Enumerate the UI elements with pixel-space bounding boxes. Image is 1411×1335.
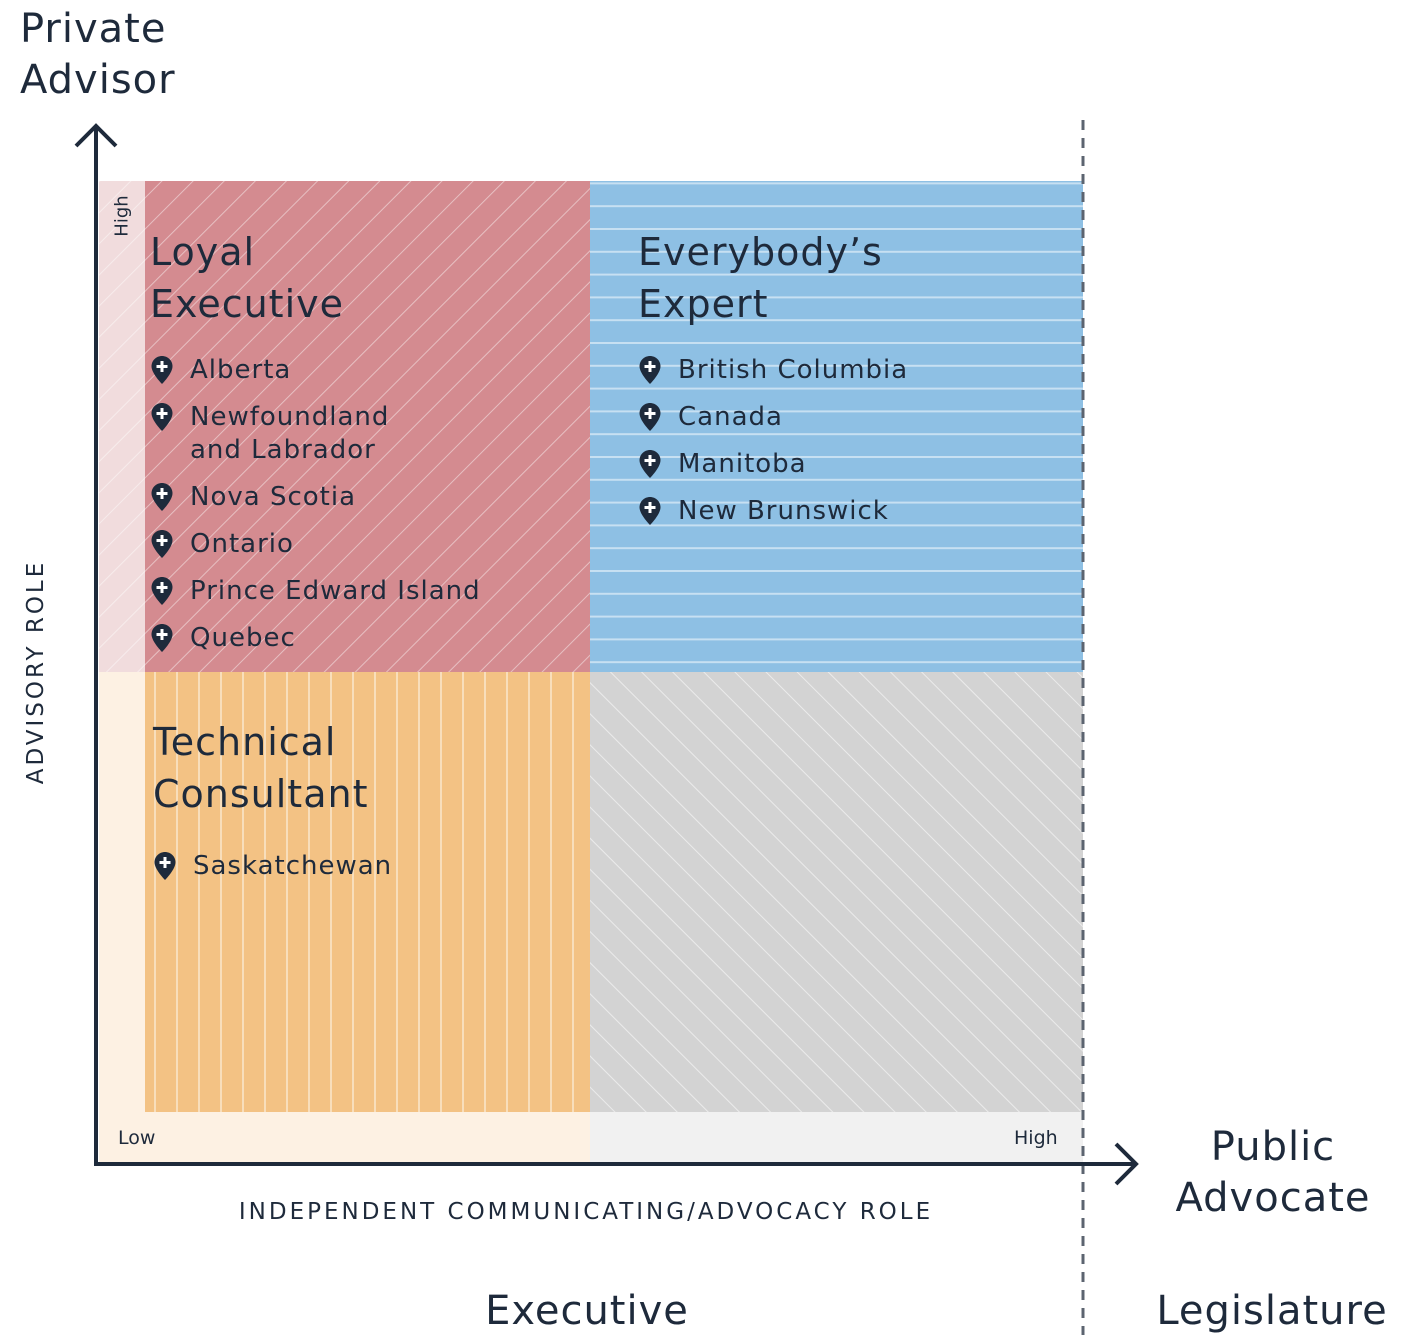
everybodys-expert-block: Everybody’s Expert British Columbia Cana… <box>638 226 908 542</box>
list-item: British Columbia <box>638 354 908 387</box>
everybodys-expert-list: British Columbia Canada Manitoba New Bru… <box>638 354 908 528</box>
list-item-label: Manitoba <box>678 449 807 479</box>
private-advisor-label: Private Advisor <box>20 4 176 106</box>
list-item-label: Nova Scotia <box>190 482 356 512</box>
x-axis-arrow <box>1114 1142 1139 1186</box>
location-pin-icon <box>151 356 173 384</box>
location-pin-icon <box>639 497 661 525</box>
location-pin-icon <box>151 530 173 558</box>
y-axis-arrow <box>74 123 118 148</box>
executive-region-label: Executive <box>485 1288 689 1334</box>
location-pin-icon <box>154 852 176 880</box>
list-item-label: Ontario <box>190 529 294 559</box>
list-item: New Brunswick <box>638 495 908 528</box>
x-scale-strip-high <box>590 1112 1083 1162</box>
x-axis-title: INDEPENDENT COMMUNICATING/ADVOCACY ROLE <box>238 1199 934 1225</box>
private-advisor-line1: Private <box>20 6 167 52</box>
technical-consultant-title-line1: Technical <box>153 720 337 764</box>
list-item-label: British Columbia <box>678 355 909 385</box>
list-item: Canada <box>638 401 908 434</box>
loyal-executive-title-line1: Loyal <box>150 230 256 274</box>
x-scale-strip-low <box>99 1112 590 1162</box>
location-pin-icon <box>639 403 661 431</box>
list-item-label: Prince Edward Island <box>190 576 481 606</box>
list-item: Alberta <box>150 354 481 387</box>
location-pin-icon <box>639 356 661 384</box>
everybodys-expert-title-line2: Expert <box>638 282 769 326</box>
public-advocate-line1: Public <box>1210 1124 1336 1170</box>
list-item-label: Alberta <box>190 355 292 385</box>
x-axis-high-tick: High <box>1014 1127 1058 1149</box>
list-item: Manitoba <box>638 448 908 481</box>
list-item-label: New Brunswick <box>678 496 889 526</box>
list-item: Saskatchewan <box>153 850 392 883</box>
list-item-label: Quebec <box>190 623 296 653</box>
everybodys-expert-title-line1: Everybody’s <box>638 230 883 274</box>
location-pin-icon <box>639 450 661 478</box>
location-pin-icon <box>151 483 173 511</box>
loyal-executive-title-line2: Executive <box>150 282 345 326</box>
public-advocate-line2: Advocate <box>1175 1175 1371 1221</box>
loyal-executive-title: Loyal Executive <box>150 226 481 330</box>
location-pin-icon <box>151 403 173 431</box>
list-item: Quebec <box>150 622 481 655</box>
technical-consultant-title: Technical Consultant <box>153 716 392 820</box>
list-item: Ontario <box>150 528 481 561</box>
list-item: Prince Edward Island <box>150 575 481 608</box>
y-axis-high-tick: High <box>111 195 133 237</box>
list-item: Nova Scotia <box>150 481 481 514</box>
private-advisor-line2: Advisor <box>20 57 176 103</box>
technical-consultant-block: Technical Consultant Saskatchewan <box>153 716 392 897</box>
technical-consultant-title-line2: Consultant <box>153 772 369 816</box>
y-scale-strip-low <box>99 672 145 1162</box>
y-axis-title: ADVISORY ROLE <box>23 559 49 785</box>
list-item-label: Saskatchewan <box>193 851 393 881</box>
legislature-region-label: Legislature <box>1156 1288 1388 1334</box>
everybodys-expert-title: Everybody’s Expert <box>638 226 908 330</box>
location-pin-icon <box>151 624 173 652</box>
technical-consultant-list: Saskatchewan <box>153 850 392 883</box>
x-axis-low-tick: Low <box>118 1127 156 1149</box>
list-item-label: Canada <box>678 402 783 432</box>
location-pin-icon <box>151 577 173 605</box>
public-advocate-label: Public Advocate <box>1168 1122 1378 1224</box>
